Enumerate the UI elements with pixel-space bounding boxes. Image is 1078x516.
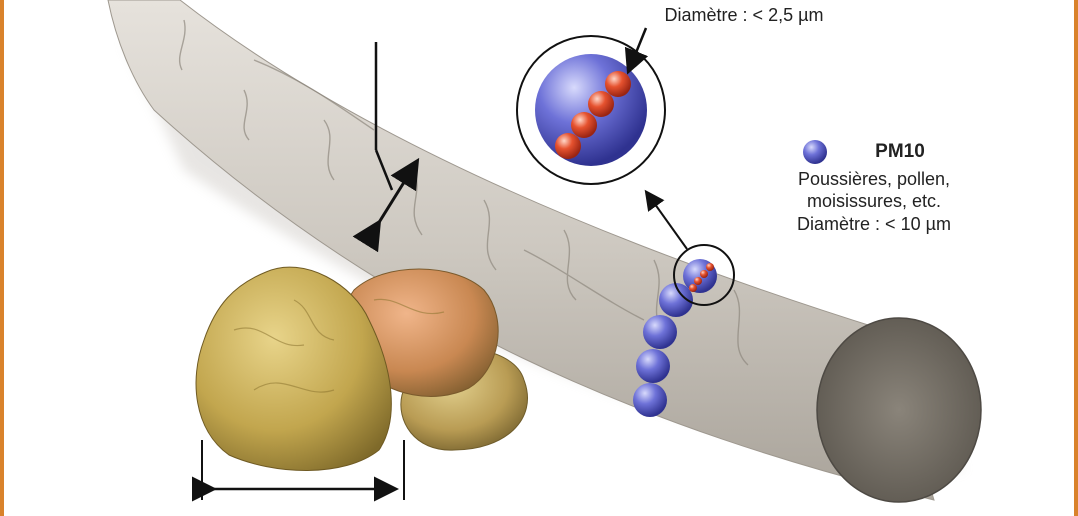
pm10-particle [659,283,693,317]
pm10-description-line: moisissures, etc. [806,191,942,212]
hair-cuticle-lines [178,19,749,366]
pm10-title: PM10 [875,141,925,162]
pm10-particle [643,315,677,349]
hair-illustration [107,0,982,503]
pm25-chain-small [689,263,714,292]
pm25-particle-chain [555,71,631,159]
sand-grain-large [195,266,392,471]
pm25-particle [571,112,597,138]
pm25-particle [555,133,581,159]
pm10-description-line: Poussières, pollen, [797,168,951,189]
pm10-particle [636,349,670,383]
pm10-diameter-label: Diamètre : < 10 µm [797,213,951,234]
magnify-arrow [644,189,688,250]
hair-strand [107,0,935,501]
pm25-pointer-arrow [624,27,649,75]
sand-grains [195,266,528,471]
hair-cross-section [816,317,982,503]
pm25-particle [588,91,614,117]
pm10-particle-chain [633,283,693,417]
pm25-particle [605,71,631,97]
pm25-diameter-label: Diamètre : < 2,5 µm [664,5,824,25]
pm10-particle [633,383,667,417]
small-magnifier-ring [673,244,735,306]
hair-diameter-arrow [352,157,420,253]
pm10-legend: PM10 Poussières, pollen, moisissures, et… [754,140,994,235]
pm10-legend-bullet [803,140,827,164]
